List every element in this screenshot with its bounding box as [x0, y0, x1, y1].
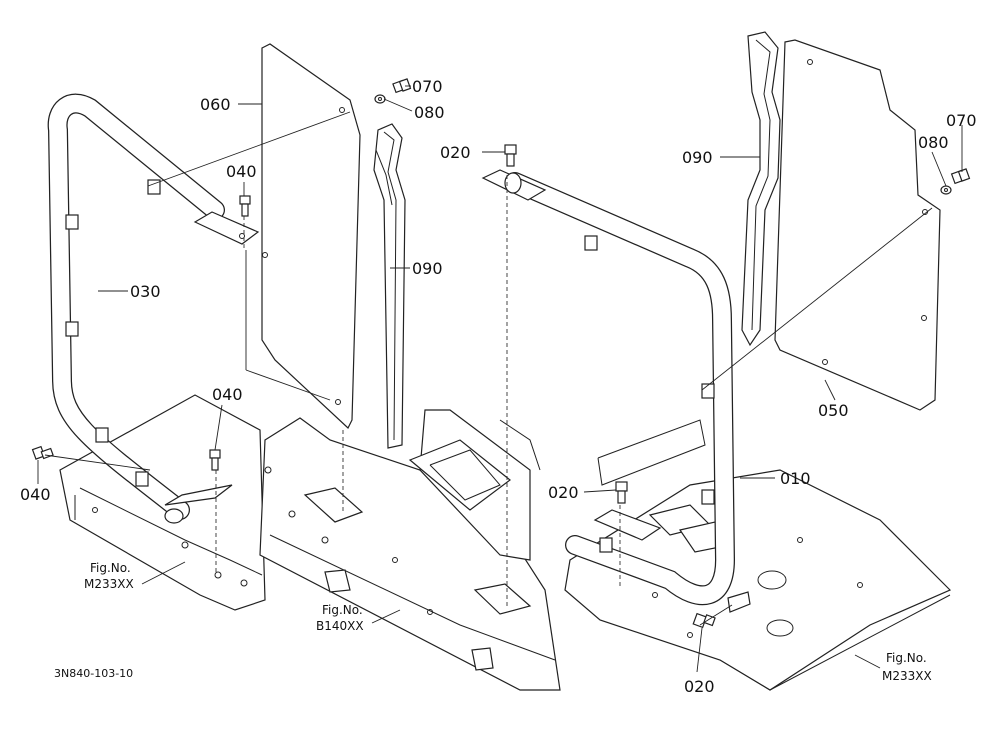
label-070-right: 070: [946, 111, 977, 130]
right-guard-tube-010: [481, 169, 751, 613]
fig-ref-right-number: M233XX: [882, 669, 932, 683]
washer-080-right: [940, 185, 952, 195]
left-trim-090: [373, 123, 406, 449]
label-080-right: 080: [918, 133, 949, 152]
label-020-middle: 020: [548, 483, 579, 502]
label-060: 060: [200, 95, 231, 114]
label-020-top: 020: [440, 143, 471, 162]
fig-ref-center-label: Fig.No.: [322, 603, 363, 617]
bolt-020-middle: [615, 481, 628, 504]
label-070-left: 070: [412, 77, 443, 96]
alignment-lines: [44, 111, 933, 626]
right-panel-050: [774, 39, 941, 411]
label-010: 010: [780, 469, 811, 488]
bolt-040-middle: [209, 449, 221, 471]
label-090-right: 090: [682, 148, 713, 167]
fig-ref-left-number: M233XX: [84, 577, 134, 591]
label-040-side: 040: [20, 485, 51, 504]
label-080-left: 080: [414, 103, 445, 122]
bolt-020-top: [504, 144, 517, 167]
left-panel-060: [261, 43, 361, 429]
bolt-040-top: [239, 195, 251, 217]
fig-ref-center-number: B140XX: [316, 619, 364, 633]
right-trim-090: [741, 31, 781, 347]
part-labels: 060 070 080 040 030 090 040 040 020 090 …: [20, 77, 977, 696]
left-guard-tube-030: [47, 93, 260, 524]
fig-ref-left-label: Fig.No.: [90, 561, 131, 575]
fig-ref-left: Fig.No. M233XX: [84, 561, 134, 591]
fig-ref-right: Fig.No. M233XX: [882, 651, 932, 683]
label-030: 030: [130, 282, 161, 301]
label-090-left: 090: [412, 259, 443, 278]
label-050: 050: [818, 401, 849, 420]
fig-ref-center: Fig.No. B140XX: [316, 603, 364, 633]
bolt-070-left: [392, 78, 412, 94]
label-020-bottom: 020: [684, 677, 715, 696]
fig-ref-right-label: Fig.No.: [886, 651, 927, 665]
label-040-middle: 040: [212, 385, 243, 404]
drawing-code: 3N840-103-10: [54, 667, 133, 680]
seat-support-bracket: [408, 409, 541, 561]
bolt-040-side: [31, 445, 54, 460]
bolt-070-right: [950, 168, 971, 185]
label-040-top: 040: [226, 162, 257, 181]
leader-lines: [37, 85, 963, 673]
washer-080-left: [374, 94, 386, 104]
